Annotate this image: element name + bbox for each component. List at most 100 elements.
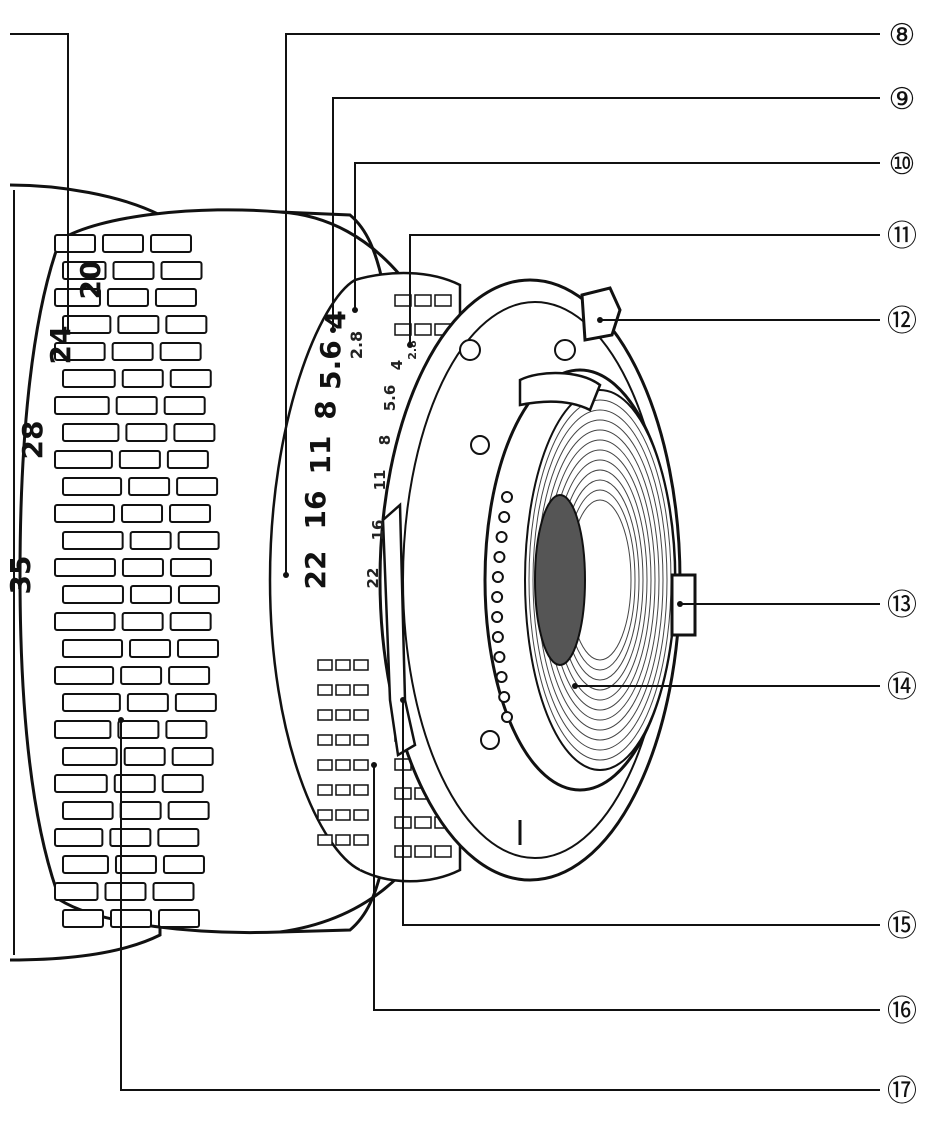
aperture-knurl [317, 684, 333, 696]
knurl-right [154, 288, 197, 307]
cpu-contact [501, 711, 513, 723]
aperture-small-label: 5.6 [381, 385, 399, 412]
knurl-mid [104, 882, 147, 901]
callout-number: ⑩ [889, 147, 916, 182]
aperture-small-label: 8 [376, 435, 394, 445]
aperture-knurl [414, 323, 432, 336]
aperture-knurl [353, 709, 369, 721]
callout-line [373, 765, 880, 1011]
knurl-left [62, 261, 107, 280]
knurl-mid [102, 234, 144, 253]
knurl-right [162, 855, 205, 874]
knurl-left [54, 450, 113, 469]
knurl-left [54, 882, 99, 901]
knurl-mid [121, 504, 164, 523]
aperture-small-label: 4 [388, 360, 406, 370]
knurl-right [177, 585, 220, 604]
aperture-knurl [335, 659, 351, 671]
knurl-right [160, 261, 203, 280]
knurl-right [161, 774, 204, 793]
knurl-left [54, 504, 116, 523]
knurl-right [165, 720, 208, 739]
knurl-left [62, 909, 104, 928]
knurl-left [62, 585, 124, 604]
knurl-mid [123, 747, 166, 766]
cpu-contact [493, 651, 506, 663]
knurl-right [150, 234, 192, 253]
knurl-left [62, 855, 109, 874]
knurl-right [163, 396, 206, 415]
aperture-knurl [353, 759, 369, 771]
callout-line [120, 720, 880, 1091]
aperture-knurl [394, 323, 412, 336]
aperture-knurl [335, 784, 351, 796]
aperture-large-label: 8 [309, 400, 342, 419]
focus-scale-label: 24 [44, 326, 77, 365]
aperture-knurl [317, 659, 333, 671]
knurl-right [165, 315, 208, 334]
aperture-knurl [335, 734, 351, 746]
knurl-left [62, 423, 120, 442]
callout-number: ⑭ [887, 670, 917, 705]
knurl-right [157, 828, 200, 847]
callout-line [402, 700, 880, 926]
callout-dot [407, 342, 413, 348]
knurl-right [169, 504, 212, 523]
knurl-left [54, 720, 112, 739]
knurl-mid [112, 261, 155, 280]
aperture-knurl [317, 709, 333, 721]
aperture-small-label: 16 [369, 520, 387, 541]
focus-ring [18, 208, 402, 935]
callout-line [285, 33, 880, 575]
knurl-right [177, 531, 220, 550]
knurl-right [158, 909, 200, 928]
focus-scale-label: 28 [16, 421, 49, 460]
knurl-mid [125, 423, 168, 442]
knurl-mid [129, 531, 172, 550]
knurl-right [152, 882, 195, 901]
aperture-knurl [335, 834, 351, 846]
knurl-right [169, 558, 212, 577]
aperture-knurl [317, 784, 333, 796]
knurl-left [54, 558, 116, 577]
callout-number: ⑬ [887, 588, 917, 623]
knurl-left [54, 396, 110, 415]
knurl-left [62, 315, 112, 334]
knurl-left [54, 774, 108, 793]
callout-number: ⑯ [887, 994, 917, 1029]
callout-line-left [10, 33, 69, 330]
knurl-left [62, 477, 123, 496]
knurl-mid [113, 774, 156, 793]
callout-number: ⑫ [887, 304, 917, 339]
aperture-knurl [317, 734, 333, 746]
aperture-large-label: 22 [299, 551, 332, 590]
aperture-knurl [335, 684, 351, 696]
aperture-large-label: 5.6 [314, 340, 347, 390]
aperture-knurl [353, 734, 369, 746]
knurl-mid [128, 477, 171, 496]
knurl-right [174, 693, 217, 712]
cpu-contact [493, 551, 506, 563]
knurl-mid [110, 909, 152, 928]
knurl-mid [117, 315, 160, 334]
aperture-knurl [353, 659, 369, 671]
knurl-mid [121, 612, 164, 631]
callout-dot [371, 762, 377, 768]
aperture-small-label: 11 [371, 470, 389, 491]
aperture-knurl [317, 759, 333, 771]
callout-number: ⑨ [889, 82, 916, 117]
cpu-contact [491, 591, 504, 603]
aperture-knurl [414, 294, 432, 307]
knurl-right [167, 801, 210, 820]
cpu-contact [495, 531, 508, 543]
knurl-right [177, 639, 220, 658]
knurl-left [54, 234, 96, 253]
knurl-left [54, 612, 116, 631]
knurl-left [62, 369, 116, 388]
aperture-knurl [434, 294, 452, 307]
aperture-knurl [434, 845, 452, 858]
